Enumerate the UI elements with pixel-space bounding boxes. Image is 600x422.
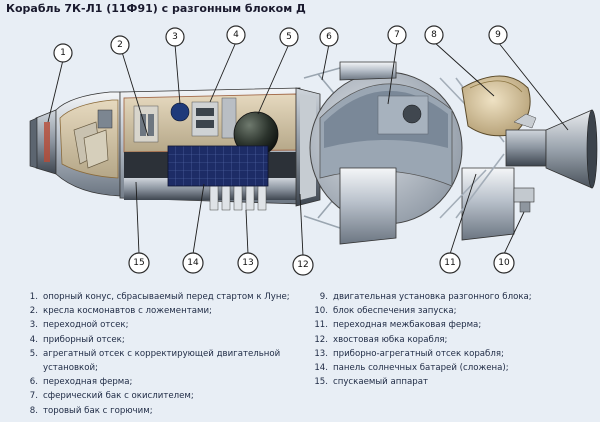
callout-number-10: 10 — [498, 258, 510, 268]
callout-marker-12: 12 — [292, 254, 314, 276]
spacecraft-cutaway-diagram: 1 2 3 4 5 6 7 8 9 10 11 12 13 14 15 — [0, 18, 600, 280]
legend-item: 6. переходная ферма; — [22, 375, 314, 389]
legend-text: спускаемый аппарат — [333, 377, 428, 388]
callout-marker-5: 5 — [279, 27, 299, 47]
legend-number: 9. — [319, 292, 328, 302]
legend-number: 6. — [29, 377, 38, 388]
callout-marker-15: 15 — [128, 252, 150, 274]
callout-number-11: 11 — [444, 258, 455, 268]
legend-item: 9. двигательная установка разгонного блок… — [312, 290, 596, 304]
legend-text: торовый бак с горючим; — [43, 405, 153, 416]
legend-text: опорный конус, сбрасываемый перед старто… — [43, 292, 290, 302]
legend-text: переходная ферма; — [43, 377, 133, 388]
legend-text: приборный отсек; — [43, 334, 125, 345]
legend-number: 15. — [314, 377, 328, 388]
page-title: Корабль 7К-Л1 (11Ф91) с разгонным блоком… — [6, 2, 306, 15]
tail-skirt — [295, 87, 321, 207]
callout-number-8: 8 — [431, 30, 437, 40]
legend-text: панель солнечных батарей (сложена); — [333, 363, 509, 374]
descent-module — [55, 91, 121, 197]
callout-marker-1: 1 — [53, 43, 73, 63]
callout-number-4: 4 — [233, 30, 239, 40]
legend-text: агрегатный отсек с корректирующей двигат… — [43, 348, 281, 374]
legend-item: 14. панель солнечных батарей (сложена); — [312, 361, 596, 375]
callout-marker-3: 3 — [165, 27, 185, 47]
legend-number: 7. — [29, 391, 38, 402]
toroidal-fuel-tank — [461, 75, 531, 137]
legend-number: 11. — [314, 320, 328, 331]
callout-number-6: 6 — [326, 32, 332, 42]
legend-text: переходная межбаковая ферма; — [333, 320, 482, 331]
callout-number-12: 12 — [297, 260, 308, 270]
launch-support-block — [513, 187, 535, 213]
legend-item: 15. спускаемый аппарат — [312, 375, 596, 389]
legend-text: кресла космонавтов с ложементами; — [43, 306, 212, 317]
callout-marker-8: 8 — [424, 25, 444, 45]
legend-item: 12. хвостовая юбка корабля; — [312, 333, 596, 347]
callout-marker-7: 7 — [387, 25, 407, 45]
callout-number-1: 1 — [60, 48, 66, 58]
cosmonaut-seats — [73, 109, 113, 169]
legend-text: хвостовая юбка корабля; — [333, 334, 448, 345]
leader-lines — [47, 41, 569, 257]
oxidizer-sphere-tank — [309, 61, 515, 245]
callout-number-14: 14 — [187, 258, 199, 268]
legend-item: 1. опорный конус, сбрасываемый перед стар… — [22, 290, 314, 304]
legend-text: сферический бак с окислителем; — [43, 391, 194, 402]
upper-stage-engine — [505, 109, 598, 189]
legend-item: 3. переходной отсек; — [22, 318, 314, 332]
legend-left-column: 1. опорный конус, сбрасываемый перед стар… — [22, 290, 314, 418]
legend-number: 4. — [29, 334, 38, 345]
callout-marker-6: 6 — [319, 27, 339, 47]
legend-number: 5. — [29, 348, 38, 359]
callout-number-5: 5 — [286, 32, 292, 42]
legend-text: приборно-агрегатный отсек корабля; — [333, 348, 504, 359]
callout-number-3: 3 — [172, 32, 178, 42]
callout-number-15: 15 — [133, 258, 144, 268]
legend-right-column: 9. двигательная установка разгонного блок… — [312, 290, 596, 389]
legend-item: 2. кресла космонавтов с ложементами; — [22, 304, 314, 318]
legend-number: 8. — [29, 405, 38, 416]
callout-marker-14: 14 — [182, 252, 204, 274]
legend-number: 2. — [29, 306, 38, 317]
legend-number: 10. — [314, 306, 328, 317]
callout-marker-9: 9 — [488, 25, 508, 45]
callout-marker-4: 4 — [226, 25, 246, 45]
solar-panel-folded — [167, 145, 269, 187]
callout-number-9: 9 — [495, 30, 501, 40]
legend-item: 8. торовый бак с горючим; — [22, 404, 314, 418]
callout-marker-10: 10 — [493, 252, 515, 274]
callout-markers: 1 2 3 4 5 6 7 8 9 10 11 12 13 14 15 — [53, 25, 515, 276]
legend-number: 12. — [314, 334, 328, 345]
legend-text: двигательная установка разгонного блока; — [333, 292, 532, 302]
legend-text: блок обеспечения запуска; — [333, 306, 457, 317]
callout-marker-2: 2 — [110, 35, 130, 55]
legend-number: 14. — [314, 363, 328, 374]
callout-number-7: 7 — [394, 30, 400, 40]
legend-item: 11. переходная межбаковая ферма; — [312, 318, 596, 332]
callout-number-2: 2 — [117, 40, 123, 50]
legend-item: 4. приборный отсек; — [22, 333, 314, 347]
legend-item: 10. блок обеспечения запуска; — [312, 304, 596, 318]
legend-text: переходной отсек; — [43, 320, 129, 331]
legend-number: 1. — [29, 292, 38, 302]
callout-marker-11: 11 — [439, 252, 461, 274]
legend-number: 3. — [29, 320, 38, 331]
legend-number: 13. — [314, 348, 328, 359]
legend-item: 13. приборно-агрегатный отсек корабля; — [312, 347, 596, 361]
support-cone — [29, 109, 57, 175]
callout-number-13: 13 — [242, 258, 253, 268]
legend-item: 7. сферический бак с окислителем; — [22, 389, 314, 403]
legend-item: 5. агрегатный отсек с корректирующей двиг… — [22, 347, 314, 375]
callout-marker-13: 13 — [237, 252, 259, 274]
